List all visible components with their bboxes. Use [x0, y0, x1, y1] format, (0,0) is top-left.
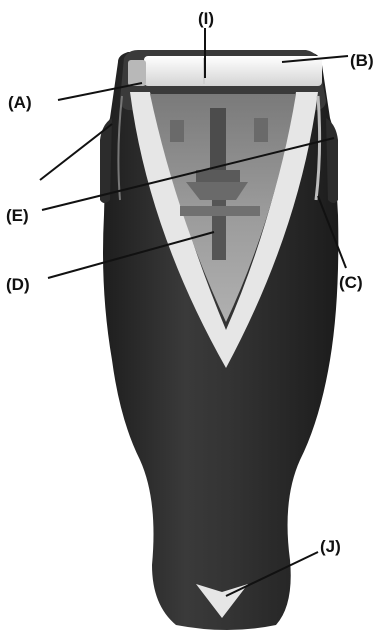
- callout-label-a: (A): [8, 93, 32, 112]
- callout-label-c: (C): [339, 273, 363, 292]
- foil-edge-left: [128, 60, 146, 86]
- side-grip-right: [326, 118, 338, 203]
- callout-label-e: (E): [6, 206, 29, 225]
- callout-label-b: (B): [350, 51, 374, 70]
- callout-label-i: (I): [198, 9, 214, 28]
- callout-label-j: (J): [320, 537, 341, 556]
- callout-label-d: (D): [6, 275, 30, 294]
